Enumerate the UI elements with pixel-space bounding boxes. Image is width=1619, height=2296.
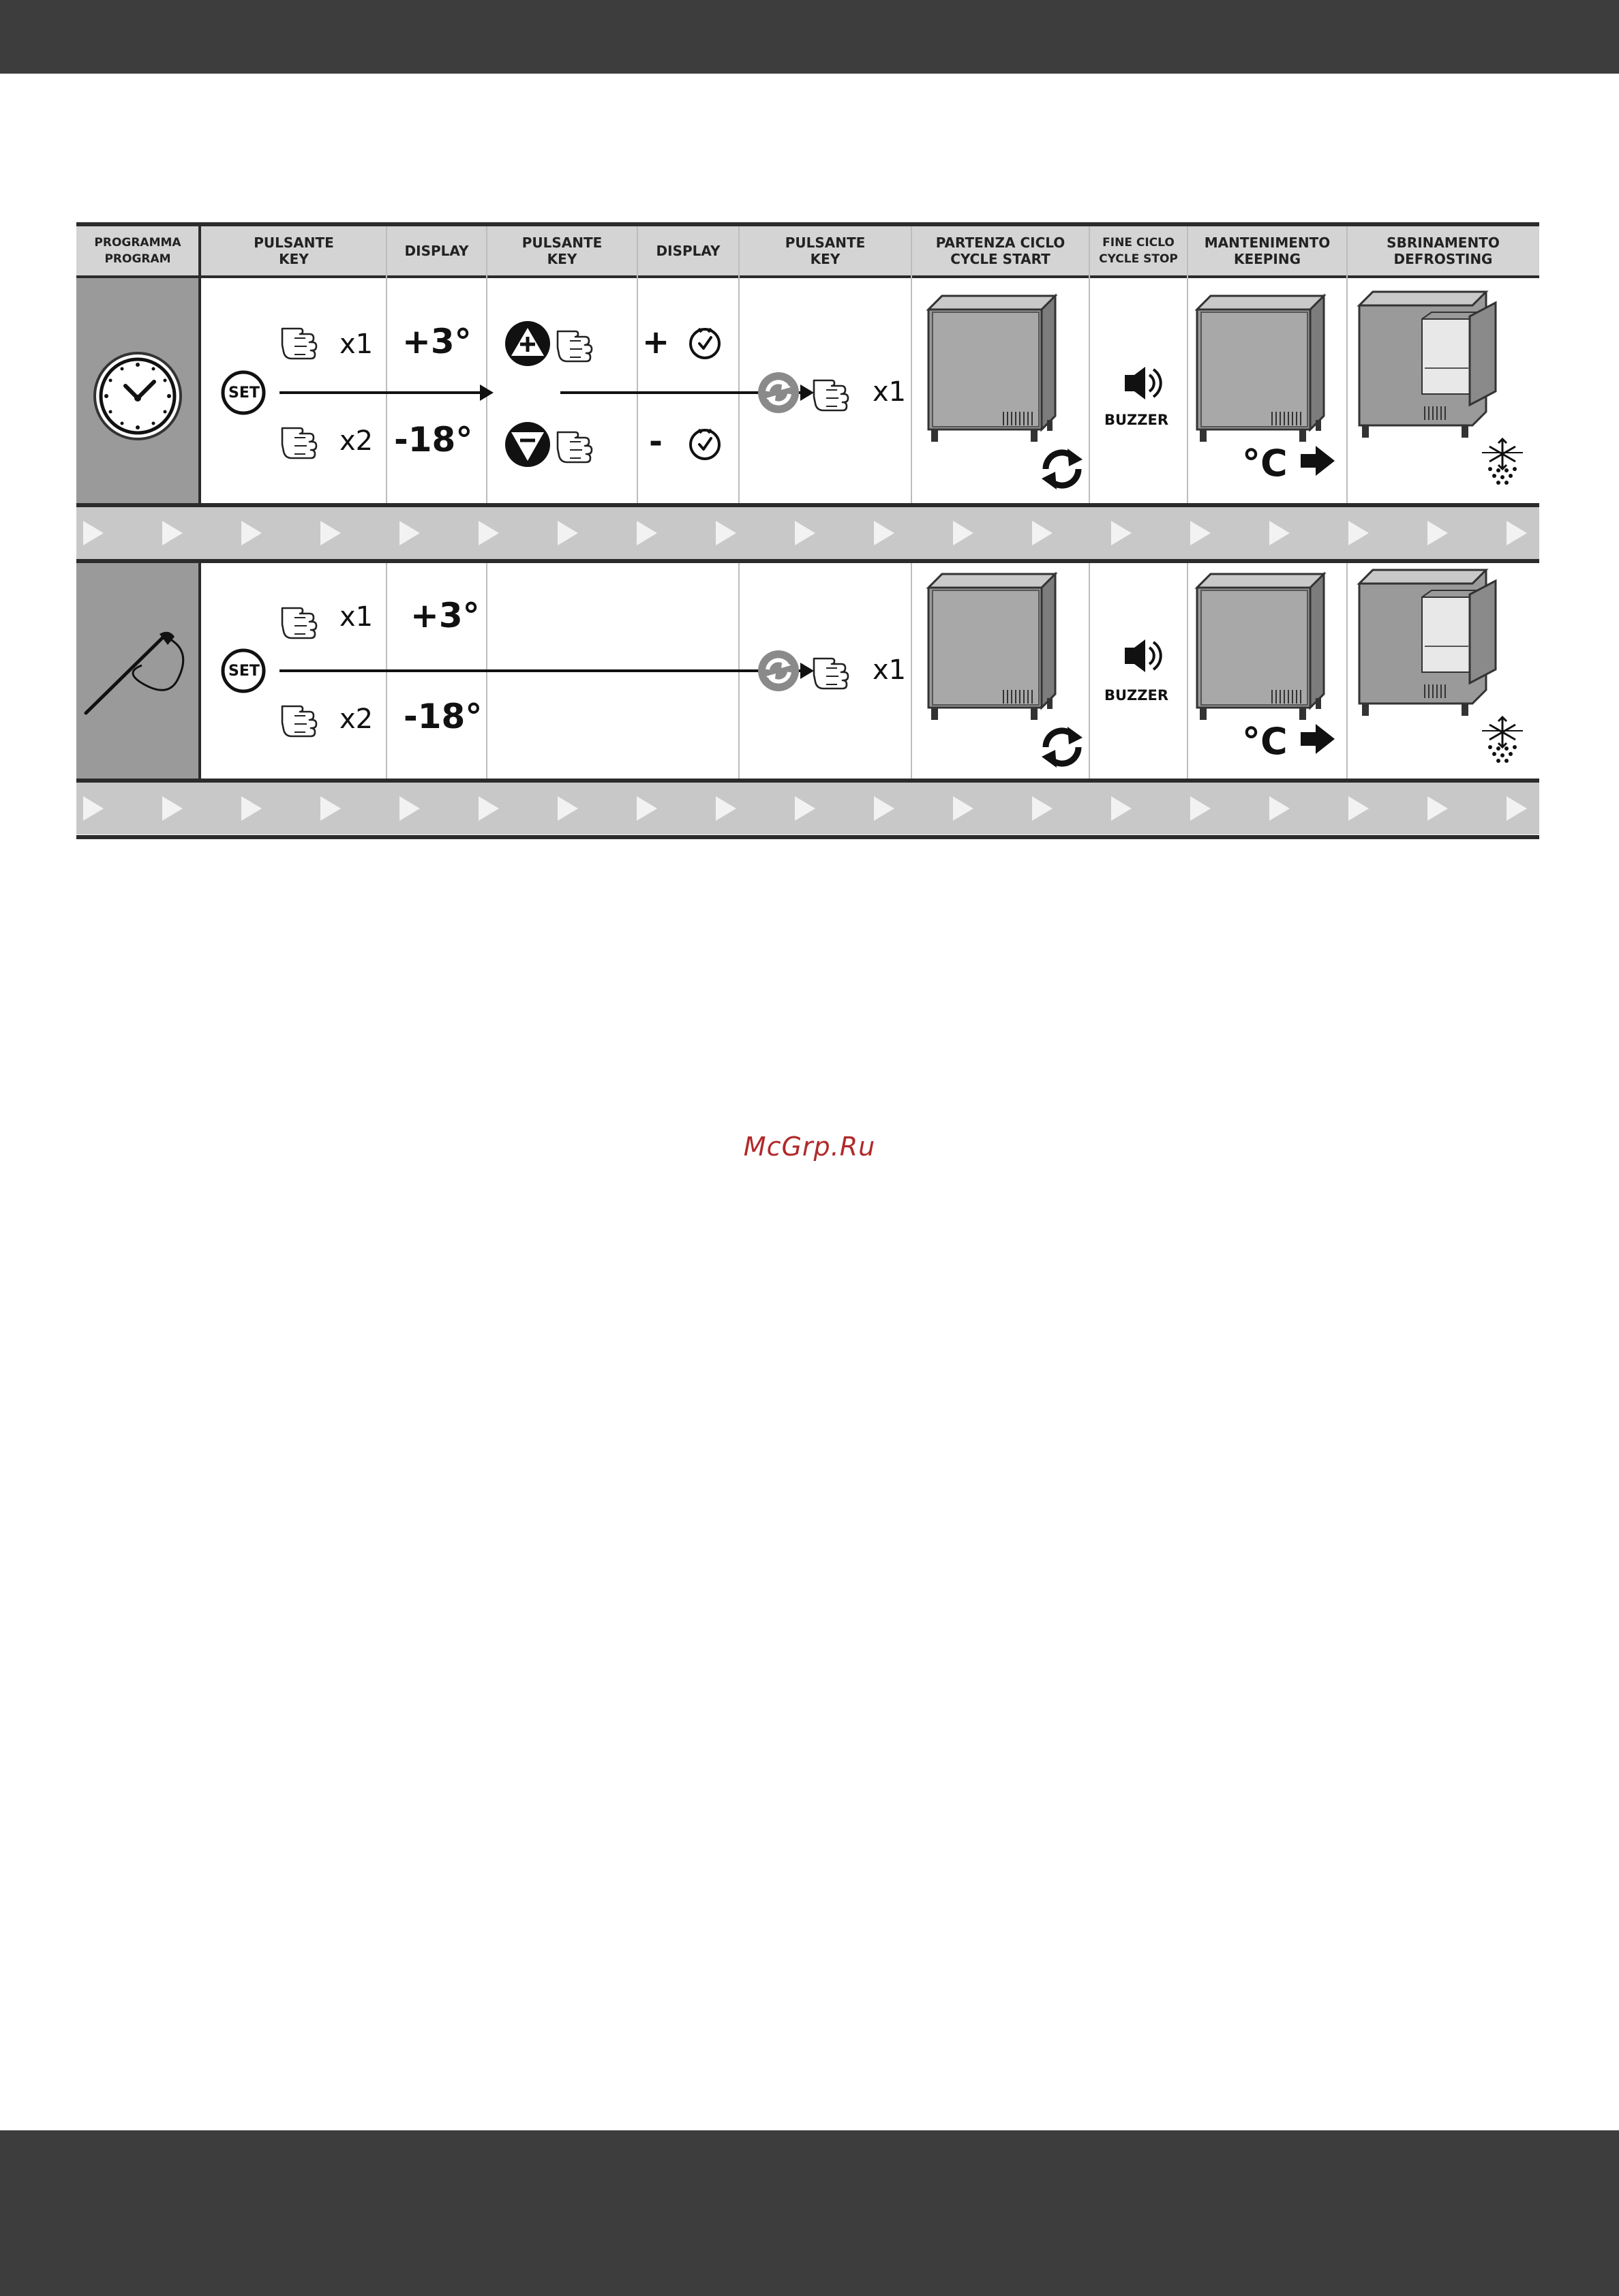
header-display-1: DISPLAY [387,226,487,275]
hand-icon [282,428,316,458]
header-line: DEFROSTING [1394,251,1493,267]
plus-button-icon [505,321,550,366]
press-count: x2 [339,425,373,457]
display-negative: -18° [404,697,482,736]
header-line: PARTENZA CICLO [936,235,1065,251]
hand-icon [814,659,848,689]
display-positive: +3° [402,322,472,361]
cabinet-icon [928,574,1055,720]
header-line: FINE CICLO [1102,235,1175,251]
celsius-label: °C [1242,442,1288,485]
header-line: KEY [547,251,577,267]
header-line: CYCLE START [950,251,1050,267]
header-cycle-start: PARTENZA CICLO CYCLE START [911,226,1089,275]
header-line: PULSANTE [254,235,334,251]
header-program: PROGRAMMA PROGRAM [76,226,199,275]
buzzer-label: BUZZER [1104,687,1168,704]
top-bar [0,0,1619,74]
time-plus: + [642,323,669,361]
header-line: CYCLE STOP [1099,251,1178,267]
hand-icon [282,608,316,638]
minus-button-icon [505,422,550,467]
open-cabinet-icon [1359,292,1496,438]
press-count: x1 [873,376,906,408]
header-key-3: PULSANTE KEY [739,226,911,275]
header-line: PULSANTE [785,235,866,251]
speaker-icon [1125,367,1161,399]
header-cycle-stop: FINE CICLO CYCLE STOP [1089,226,1187,275]
cabinet-icon [1197,574,1324,720]
buzzer-label: BUZZER [1104,412,1168,428]
arrow-right-icon [1301,446,1335,476]
header-key-1: PULSANTE KEY [201,226,387,275]
press-count: x1 [339,601,373,633]
header-display-2: DISPLAY [637,226,739,275]
cabinet-icon [928,296,1055,442]
time-minus: - [649,423,663,461]
clock-icon [95,353,181,439]
header-line: SBRINAMENTO [1387,235,1500,251]
celsius-label: °C [1242,720,1288,763]
speaker-icon [1125,639,1161,672]
cycle-icon [1042,727,1083,768]
display-positive: +3° [410,596,480,635]
hand-icon [282,706,316,736]
watermark: McGrp.Ru [0,1132,1619,1162]
display-negative: -18° [394,420,472,459]
arrow-right-icon [1301,724,1335,754]
header-line: MANTENIMENTO [1205,235,1331,251]
press-count: x2 [339,704,373,735]
program-table: PROGRAMMA PROGRAM PULSANTE KEY DISPLAY P… [76,222,1539,840]
set-label: SET [228,663,260,680]
cabinet-icon [1197,296,1324,442]
header-keeping: MANTENIMENTO KEEPING [1187,226,1347,275]
header-line: DISPLAY [405,243,469,259]
start-button-icon [758,372,799,413]
defrost-icon [1482,439,1523,485]
header-line: PROGRAMMA [94,235,181,251]
clock-minus-icon [691,429,719,459]
cycle-icon [1042,449,1083,489]
hand-icon [814,380,848,410]
header-line: PROGRAM [104,251,170,267]
header-line: KEY [811,251,841,267]
hand-icon [558,432,592,462]
press-count: x1 [339,329,373,360]
table-graphics [76,222,1539,840]
header-line: KEY [279,251,309,267]
header-defrosting: SBRINAMENTO DEFROSTING [1347,226,1539,275]
start-button-icon [758,650,799,691]
header-line: DISPLAY [656,243,721,259]
header-line: PULSANTE [522,235,603,251]
bottom-bar [0,2130,1619,2296]
header-line: KEEPING [1234,251,1301,267]
open-cabinet-icon [1359,570,1496,716]
press-count: x1 [873,654,906,686]
header-key-2: PULSANTE KEY [487,226,637,275]
defrost-icon [1482,717,1523,763]
hand-icon [282,329,316,359]
hand-icon [558,331,592,361]
set-label: SET [228,384,260,402]
clock-plus-icon [691,329,719,358]
